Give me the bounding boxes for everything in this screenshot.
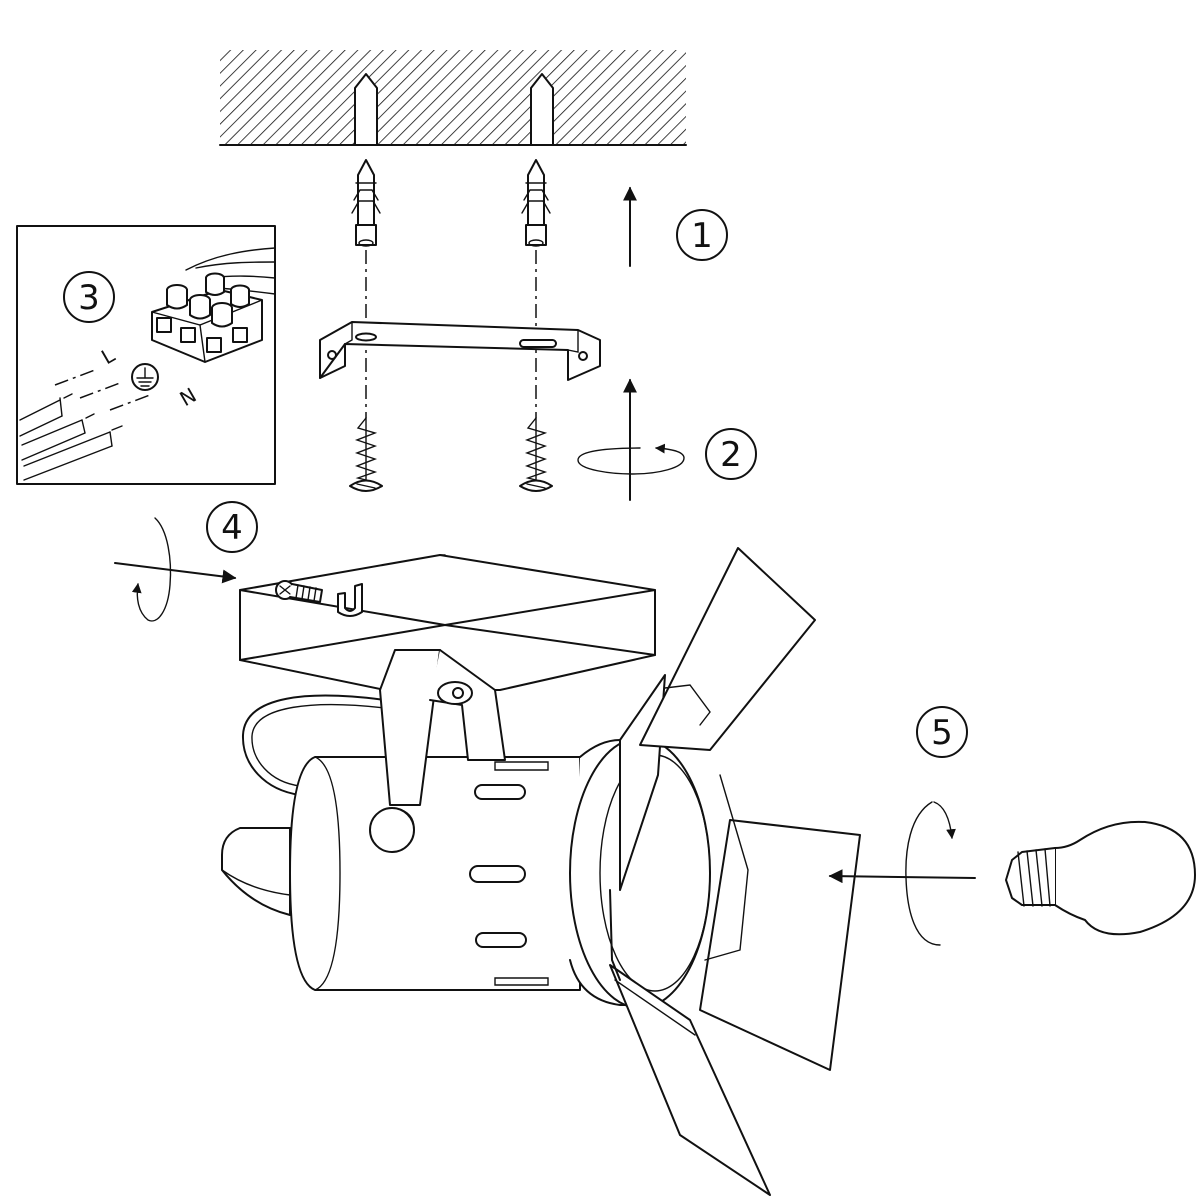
step-1-marker: 1: [676, 209, 728, 261]
svg-text:4: 4: [221, 508, 243, 548]
direction-arrow-icon: [828, 869, 976, 884]
terminal-block: [151, 272, 263, 363]
light-bulb: [1005, 820, 1196, 936]
svg-text:1: 1: [691, 216, 713, 256]
vent-slot: [474, 784, 526, 800]
keyhole-slot: [337, 583, 363, 617]
yoke-knob: [369, 807, 415, 853]
wiring-detail-panel: L N 3: [16, 225, 276, 485]
barn-door-right: [699, 819, 861, 1071]
yoke-arm: [379, 649, 441, 806]
wire-label-live: L: [97, 342, 119, 369]
svg-text:5: 5: [931, 713, 953, 753]
rotate-arrow-icon: [577, 443, 685, 475]
step-3-marker: 3: [63, 271, 115, 323]
back-cap: [221, 827, 291, 916]
mounting-bracket: [319, 321, 601, 381]
vent-slot: [475, 932, 527, 948]
power-cable: [241, 694, 386, 796]
vent-slot: [469, 865, 526, 883]
rotate-arrow-icon: [905, 801, 956, 946]
screw-right: [519, 417, 553, 492]
step-5-marker: 5: [916, 706, 968, 758]
wire-label-neutral: N: [176, 383, 201, 411]
spotlight-fixture: [221, 547, 861, 1196]
direction-arrow-icon: [114, 562, 237, 584]
barn-door-top: [639, 547, 816, 751]
step-2-marker: 2: [705, 428, 757, 480]
svg-text:3: 3: [78, 278, 100, 318]
lamp-body: [289, 756, 581, 991]
drill-hole-right: [530, 73, 554, 146]
wall-plug-right: [521, 159, 551, 247]
canopy-base: [239, 554, 656, 691]
ceiling: [219, 50, 687, 146]
svg-text:2: 2: [720, 435, 742, 475]
step-4-marker: 4: [206, 501, 258, 553]
rotate-arrow-icon: [131, 517, 172, 622]
barn-door-bottom: [609, 964, 771, 1196]
ground-symbol-icon: [131, 363, 159, 391]
fixing-screw: [275, 580, 323, 603]
wall-plug-left: [351, 159, 381, 247]
drill-hole-left: [354, 73, 378, 146]
screw-left: [349, 417, 383, 492]
